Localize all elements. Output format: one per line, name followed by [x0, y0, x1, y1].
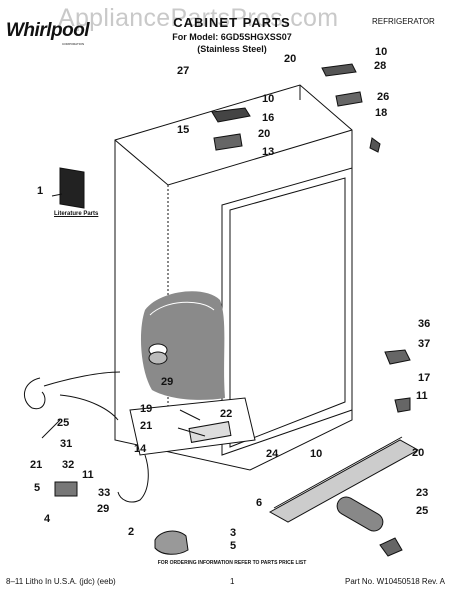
callout-36: 36: [418, 318, 431, 330]
callout-5: 5: [230, 540, 237, 552]
callout-13: 15: [177, 124, 190, 136]
callout-18: 18: [375, 107, 388, 119]
callout-4: 4: [44, 513, 51, 525]
callout-32: 27: [177, 65, 190, 77]
callout-37: 37: [418, 338, 431, 350]
callout-20: 20: [284, 53, 297, 65]
callout-28: 29: [161, 376, 174, 388]
callout-11: 13: [262, 146, 275, 158]
variant-line: (Stainless Steel): [197, 44, 267, 54]
callout-12: 14: [134, 443, 147, 455]
ordering-note: FOR ORDERING INFORMATION REFER TO PARTS …: [157, 560, 307, 566]
callout-35: 33: [98, 487, 111, 499]
callout-33: 28: [374, 60, 387, 72]
callout-25: 25: [416, 505, 429, 517]
callout-2: 2: [128, 526, 135, 538]
callout-1: 1: [37, 185, 44, 197]
callout-23: 23: [416, 487, 429, 499]
callout-10: 10: [262, 93, 275, 105]
page-number: 1: [230, 577, 235, 586]
callout-27: 25: [57, 417, 70, 429]
callout-3: 3: [230, 527, 237, 539]
callout-22: 22: [220, 408, 233, 420]
callout-26: 26: [377, 91, 390, 103]
callout-19: 20: [412, 447, 425, 459]
callout-5: 5: [34, 482, 41, 494]
callout-8: 11: [416, 390, 428, 402]
callout-6: 6: [256, 497, 263, 509]
part-number: Part No. W10450518 Rev. A: [345, 577, 445, 586]
category-label: REFRIGERATOR: [372, 17, 435, 26]
callout-16: 21: [140, 420, 153, 432]
callout-31: 31: [60, 438, 73, 450]
callout-20: 20: [258, 128, 271, 140]
litho-info: 8–11 Litho In U.S.A. (jdc) (eeb): [6, 577, 116, 586]
callout-9: 11: [82, 469, 94, 481]
callout-10: 10: [375, 46, 388, 58]
model-line: For Model: 6GD5SHGXSS07: [172, 32, 292, 42]
brand-logo-sub: CORPORATION: [62, 42, 85, 46]
callout-17: 19: [140, 403, 153, 415]
page-title: CABINET PARTS: [173, 15, 291, 30]
callout-29: 29: [97, 503, 110, 515]
brand-logo: Whirlpool: [6, 20, 90, 41]
callout-34: 32: [62, 459, 75, 471]
callout-24: 24: [266, 448, 279, 460]
literature-parts-label: Literature Parts: [54, 211, 99, 217]
callout-21: 21: [30, 459, 43, 471]
callout-15: 17: [418, 372, 431, 384]
callout-14: 16: [262, 112, 275, 124]
watermark: AppliancePartsPros.com: [58, 4, 339, 32]
callout-7: 10: [310, 448, 323, 460]
